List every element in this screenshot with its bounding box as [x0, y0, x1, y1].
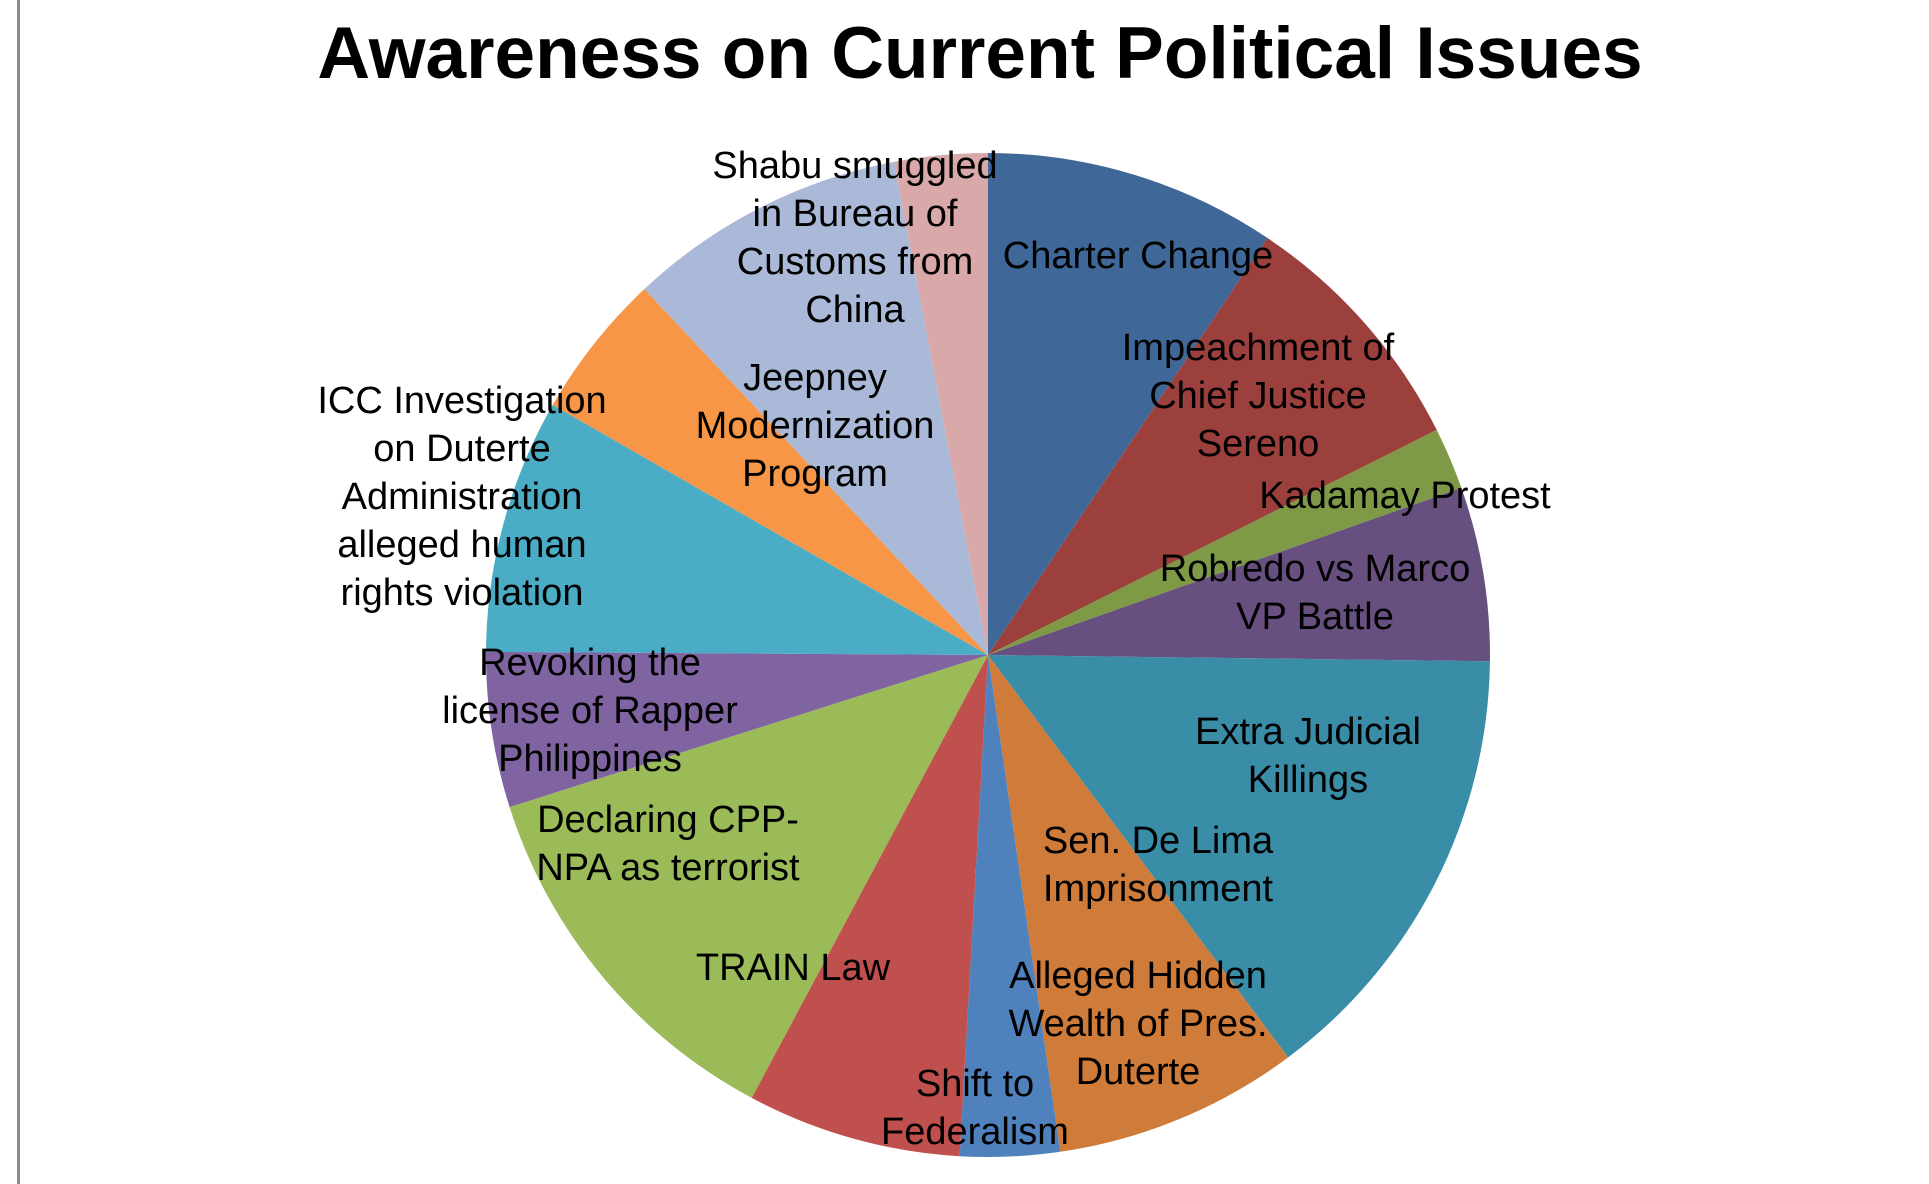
- pie-slice-10: [486, 651, 988, 808]
- slice-label-line: Customs from: [737, 241, 973, 283]
- slice-label-line: on Duterte: [373, 428, 550, 470]
- slice-label-line: Jeepney: [743, 357, 887, 399]
- pie-slices: [486, 153, 1490, 1158]
- page-left-border: [17, 0, 20, 1184]
- slice-label-10: Declaring CPP- NPA as terrorist: [536, 799, 800, 889]
- slice-label-line: rights violation: [341, 572, 584, 614]
- pie-slice-9: [509, 655, 988, 1098]
- slice-label-line: Kadamay Protest: [1259, 475, 1551, 517]
- pie-slice-11: [486, 404, 988, 655]
- slice-label-line: Sen. De Lima: [1043, 820, 1274, 862]
- slice-label-line: Program: [742, 453, 888, 495]
- slice-label-line: Declaring CPP-: [537, 799, 799, 841]
- slice-label-1: Charter Change: [1003, 235, 1273, 277]
- pie-slice-6: [988, 655, 1289, 1152]
- slice-label-line: Robredo vs Marco: [1160, 548, 1470, 590]
- slice-label-line: Sereno: [1197, 423, 1320, 465]
- slice-label-line: Shabu smuggled: [712, 145, 997, 187]
- slice-label-4: Robredo vs Marco VP Battle: [1160, 548, 1470, 638]
- slice-label-line: TRAIN Law: [696, 947, 891, 989]
- slice-label-line: Revoking the: [479, 642, 701, 684]
- slice-label-line: license of Rapper: [442, 690, 738, 732]
- slice-label-line: in Bureau of: [753, 193, 958, 235]
- pie-slice-1: [988, 153, 1268, 655]
- slice-label-line: Philippines: [498, 738, 682, 780]
- pie-slice-4: [988, 487, 1490, 662]
- slice-label-line: China: [805, 289, 905, 331]
- pie-slice-8: [751, 655, 988, 1157]
- slice-label-line: Chief Justice: [1149, 375, 1367, 417]
- slice-label-line: ICC Investigation: [317, 380, 606, 422]
- slice-label-line: Charter Change: [1003, 235, 1273, 277]
- slice-label-8: Shift to Federalism: [881, 1063, 1069, 1153]
- slice-label-3: Kadamay Protest: [1259, 475, 1551, 517]
- slice-label-line: VP Battle: [1236, 596, 1394, 638]
- chart-title: Awareness on Current Political Issues: [317, 13, 1643, 94]
- slice-label-line: Alleged Hidden: [1009, 955, 1267, 997]
- pie-slice-14: [893, 153, 988, 655]
- slice-label-9: TRAIN Law: [696, 947, 891, 989]
- slice-label-line: Wealth of Pres.: [1008, 1003, 1267, 1045]
- pie-slice-3: [988, 429, 1462, 655]
- slice-label-line: Federalism: [881, 1111, 1069, 1153]
- slice-label-line: NPA as terrorist: [536, 847, 800, 889]
- slice-label-line: Impeachment of: [1122, 327, 1395, 369]
- slice-label-line: Extra Judicial: [1195, 711, 1421, 753]
- pie-slice-12: [552, 289, 988, 655]
- slice-label-line: Killings: [1248, 759, 1368, 801]
- slice-label-line: alleged human: [337, 524, 586, 566]
- pie-slice-2: [988, 238, 1437, 656]
- slice-label-line: Administration: [342, 476, 583, 518]
- slice-label-line: Shift to: [916, 1063, 1034, 1105]
- slice-label-line: Duterte: [1076, 1051, 1201, 1093]
- slice-label-line: Modernization: [696, 405, 935, 447]
- pie-slice-13: [644, 161, 988, 655]
- slice-label-line: Imprisonment: [1043, 868, 1274, 910]
- pie-slice-5: [988, 655, 1490, 1058]
- pie-slice-7: [959, 655, 1061, 1158]
